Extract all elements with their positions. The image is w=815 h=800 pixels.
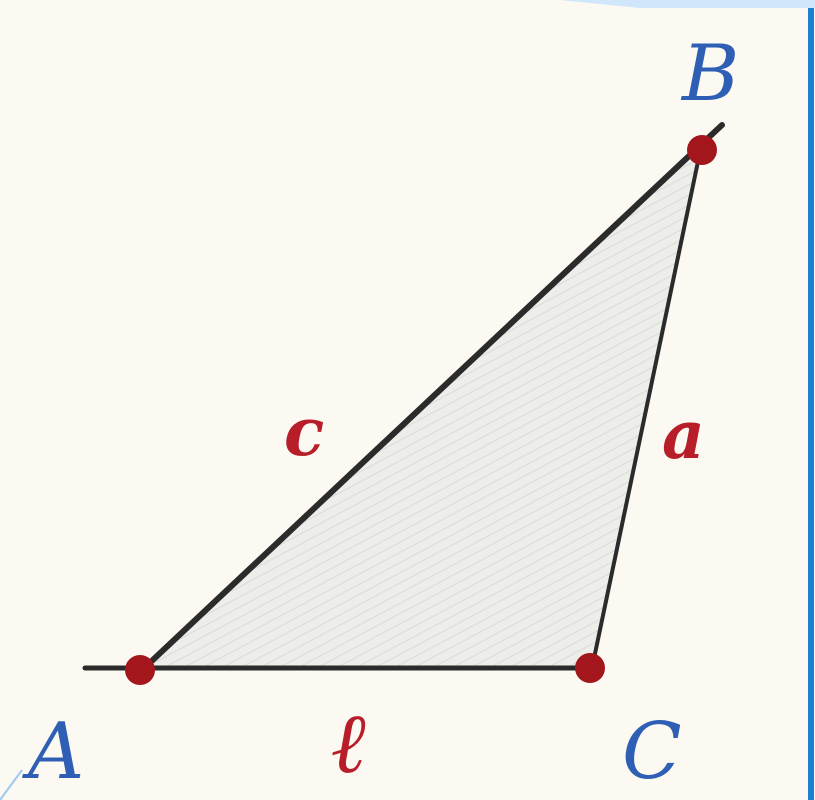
- vertex-c-point: [575, 653, 605, 683]
- side-a-line: [590, 150, 702, 670]
- side-a-label: a: [662, 396, 705, 474]
- frame-accent-top: [560, 0, 815, 8]
- vertex-b-label: B: [680, 29, 739, 119]
- vertex-a-label: A: [22, 707, 84, 797]
- side-c-line: [137, 122, 725, 675]
- vertex-c-label: C: [622, 707, 682, 797]
- side-b-label: ℓ: [332, 693, 368, 792]
- frame-accent-left-arc: [0, 769, 23, 800]
- vertex-b-point: [687, 135, 717, 165]
- side-c-label: c: [284, 393, 324, 471]
- vertex-a-point: [125, 655, 155, 685]
